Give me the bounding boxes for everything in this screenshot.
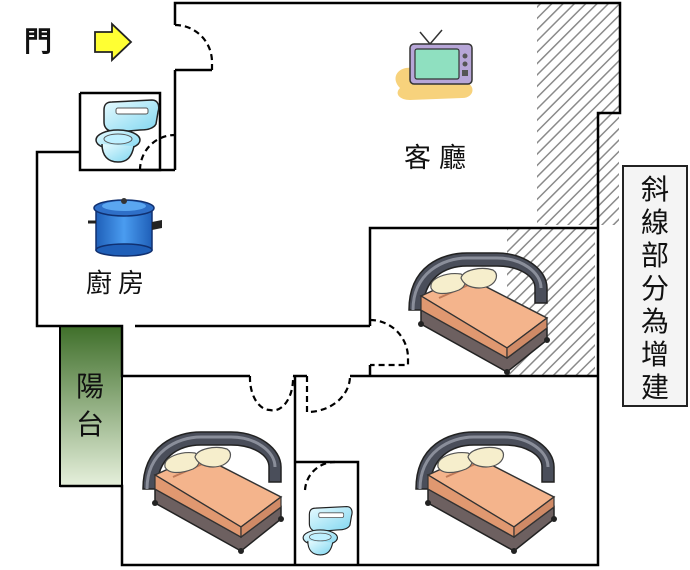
bed-icon xyxy=(414,430,559,556)
kitchen-label: 廚房 xyxy=(86,269,151,299)
entrance-door-label: 門 xyxy=(24,25,53,58)
arrow-right-icon xyxy=(94,21,133,63)
door-swings xyxy=(138,23,410,491)
bed-icon xyxy=(141,430,286,556)
toilet-icon xyxy=(95,99,160,163)
cooking-pot-icon xyxy=(88,198,162,257)
extension-note-text: 斜 線 部 分 為 增 建 xyxy=(640,173,669,404)
television-icon xyxy=(395,29,473,100)
balcony-label: 陽 台 xyxy=(75,370,104,441)
walls xyxy=(35,1,622,567)
extension-note-box: 斜 線 部 分 為 增 建 xyxy=(622,165,688,407)
living-room-label: 客廳 xyxy=(404,143,474,174)
toilet-icon xyxy=(302,505,353,556)
